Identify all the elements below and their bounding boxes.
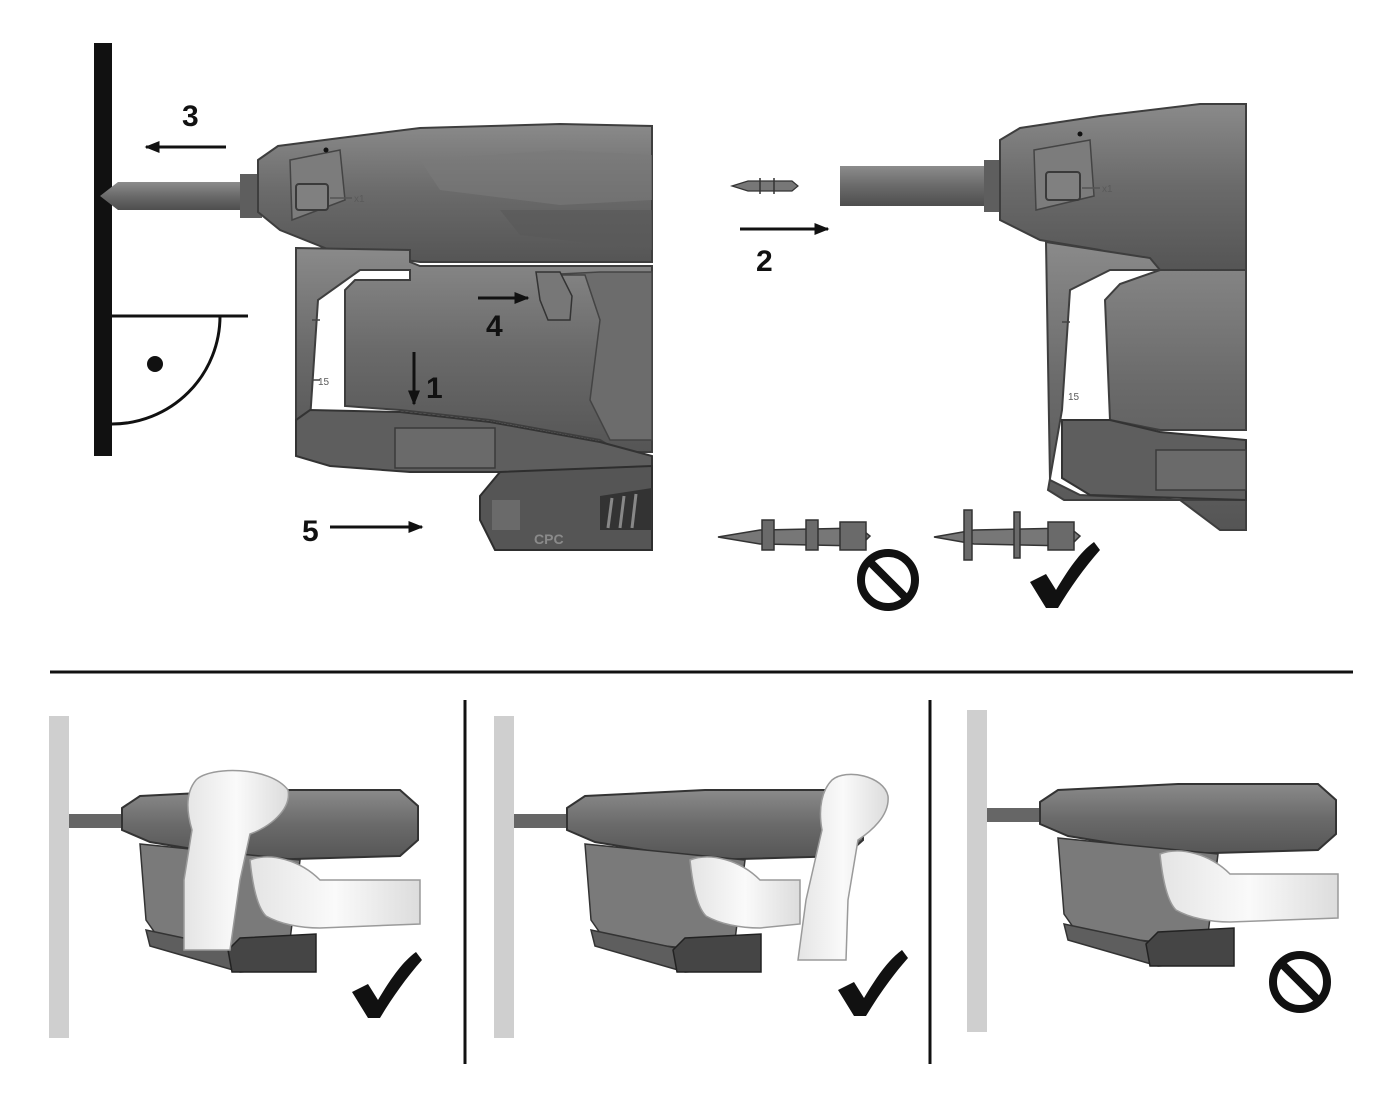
fastener-wrong bbox=[717, 519, 872, 551]
wall-surface-1 bbox=[49, 716, 69, 1038]
wall-surface-3 bbox=[967, 710, 987, 1032]
step-1: 1 bbox=[408, 352, 443, 406]
svg-text:5: 5 bbox=[302, 515, 319, 548]
check-mark-icon bbox=[352, 952, 422, 1018]
step-3: 3 bbox=[144, 100, 226, 153]
nail-gun-tool: x1 15 CPC bbox=[100, 122, 653, 551]
svg-text:2: 2 bbox=[756, 245, 773, 278]
mode-label: x1 bbox=[354, 194, 365, 205]
panel-bottom-grip-3 bbox=[967, 710, 1339, 1032]
battery-pack: CPC bbox=[479, 464, 653, 551]
hand-top bbox=[797, 773, 889, 961]
fastener-correct bbox=[933, 509, 1082, 561]
mode-label-2: x1 bbox=[1102, 184, 1113, 195]
mode-button bbox=[295, 183, 329, 211]
trigger bbox=[535, 271, 573, 321]
check-mark-icon bbox=[1030, 542, 1100, 608]
scale-label: 15 bbox=[318, 377, 330, 388]
hand-grip bbox=[249, 856, 421, 929]
panel-top-right-loading: 2 x1 15 bbox=[717, 103, 1247, 611]
panel-bottom-grip-1 bbox=[49, 716, 422, 1038]
step-2: 2 bbox=[740, 223, 830, 278]
prohibited-icon bbox=[857, 549, 919, 611]
hand-grip bbox=[689, 856, 801, 929]
svg-text:4: 4 bbox=[486, 310, 503, 343]
svg-text:1: 1 bbox=[426, 372, 443, 405]
hand-grip bbox=[1159, 850, 1339, 923]
nail-gun-tool-loading: x1 15 bbox=[840, 103, 1247, 531]
fastener-small bbox=[729, 178, 799, 194]
nail-gun-tool-2 bbox=[514, 789, 864, 973]
step-4: 4 bbox=[478, 292, 530, 343]
panel-top-left-usage: x1 15 CPC bbox=[94, 43, 653, 551]
hand-top bbox=[183, 769, 290, 951]
scale-label-2: 15 bbox=[1068, 392, 1080, 403]
prohibited-icon bbox=[1269, 951, 1331, 1013]
step-5: 5 bbox=[302, 515, 424, 548]
check-mark-icon bbox=[838, 950, 908, 1016]
right-angle-indicator bbox=[111, 314, 248, 426]
battery-brand: CPC bbox=[534, 531, 564, 547]
wall-surface-2 bbox=[494, 716, 514, 1038]
panel-bottom-grip-2 bbox=[494, 716, 908, 1038]
svg-text:3: 3 bbox=[182, 100, 199, 133]
wall-surface bbox=[94, 43, 112, 456]
